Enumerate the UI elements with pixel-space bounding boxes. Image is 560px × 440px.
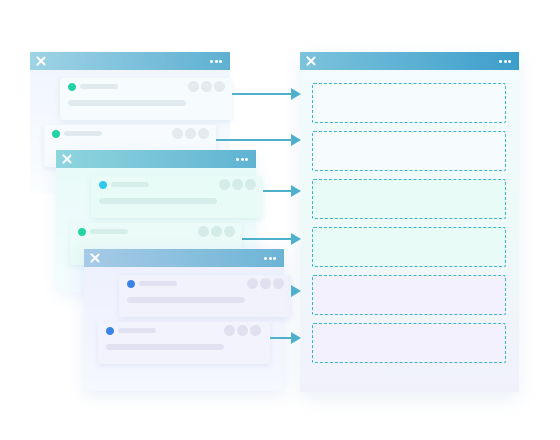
- avatar: [250, 325, 261, 336]
- status-dot: [52, 130, 60, 138]
- status-dot: [68, 83, 76, 91]
- placeholder-bar: [99, 198, 217, 204]
- avatar: [273, 278, 284, 289]
- avatar: [224, 226, 235, 237]
- placeholder-bar: [90, 229, 128, 234]
- arrow-icon: [270, 332, 301, 344]
- window-titlebar: [56, 150, 256, 168]
- arrow-icon: [291, 285, 301, 297]
- avatar: [232, 179, 243, 190]
- avatar: [172, 128, 183, 139]
- arrow-icon: [263, 185, 301, 197]
- avatar: [237, 325, 248, 336]
- source-window-3: [84, 249, 284, 391]
- avatar: [198, 128, 209, 139]
- status-dot: [78, 228, 86, 236]
- placeholder-bar: [80, 84, 118, 89]
- arrow-icon: [242, 233, 301, 245]
- window-titlebar: [84, 249, 284, 267]
- close-icon[interactable]: [62, 154, 72, 164]
- list-item[interactable]: [98, 322, 270, 364]
- arrow-icon: [232, 88, 301, 100]
- avatar: [188, 81, 199, 92]
- status-dot: [106, 327, 114, 335]
- drop-slot[interactable]: [312, 179, 506, 219]
- avatar: [219, 179, 230, 190]
- more-dots-icon[interactable]: [499, 60, 511, 63]
- avatar: [198, 226, 209, 237]
- avatar: [245, 179, 256, 190]
- placeholder-bar: [139, 281, 177, 286]
- drop-slot[interactable]: [312, 131, 506, 171]
- status-dot: [99, 181, 107, 189]
- placeholder-bar: [127, 297, 245, 303]
- more-dots-icon[interactable]: [236, 158, 248, 161]
- drop-slot[interactable]: [312, 227, 506, 267]
- drop-slot[interactable]: [312, 83, 506, 123]
- list-item[interactable]: [119, 275, 291, 317]
- more-dots-icon[interactable]: [264, 257, 276, 260]
- placeholder-bar: [68, 100, 186, 106]
- list-item[interactable]: [91, 176, 263, 218]
- avatar: [201, 81, 212, 92]
- window-titlebar: [300, 52, 519, 70]
- close-icon[interactable]: [90, 253, 100, 263]
- avatar: [247, 278, 258, 289]
- avatar: [185, 128, 196, 139]
- avatar: [224, 325, 235, 336]
- drop-slot[interactable]: [312, 275, 506, 315]
- placeholder-bar: [64, 131, 102, 136]
- avatar: [214, 81, 225, 92]
- placeholder-bar: [106, 344, 224, 350]
- placeholder-bar: [111, 182, 149, 187]
- window-titlebar: [30, 52, 230, 70]
- close-icon[interactable]: [306, 56, 316, 66]
- avatar: [260, 278, 271, 289]
- more-dots-icon[interactable]: [210, 60, 222, 63]
- arrow-icon: [216, 134, 301, 146]
- list-item[interactable]: [60, 78, 232, 120]
- drop-slot[interactable]: [312, 323, 506, 363]
- avatar: [211, 226, 222, 237]
- placeholder-bar: [118, 328, 156, 333]
- status-dot: [127, 280, 135, 288]
- close-icon[interactable]: [36, 56, 46, 66]
